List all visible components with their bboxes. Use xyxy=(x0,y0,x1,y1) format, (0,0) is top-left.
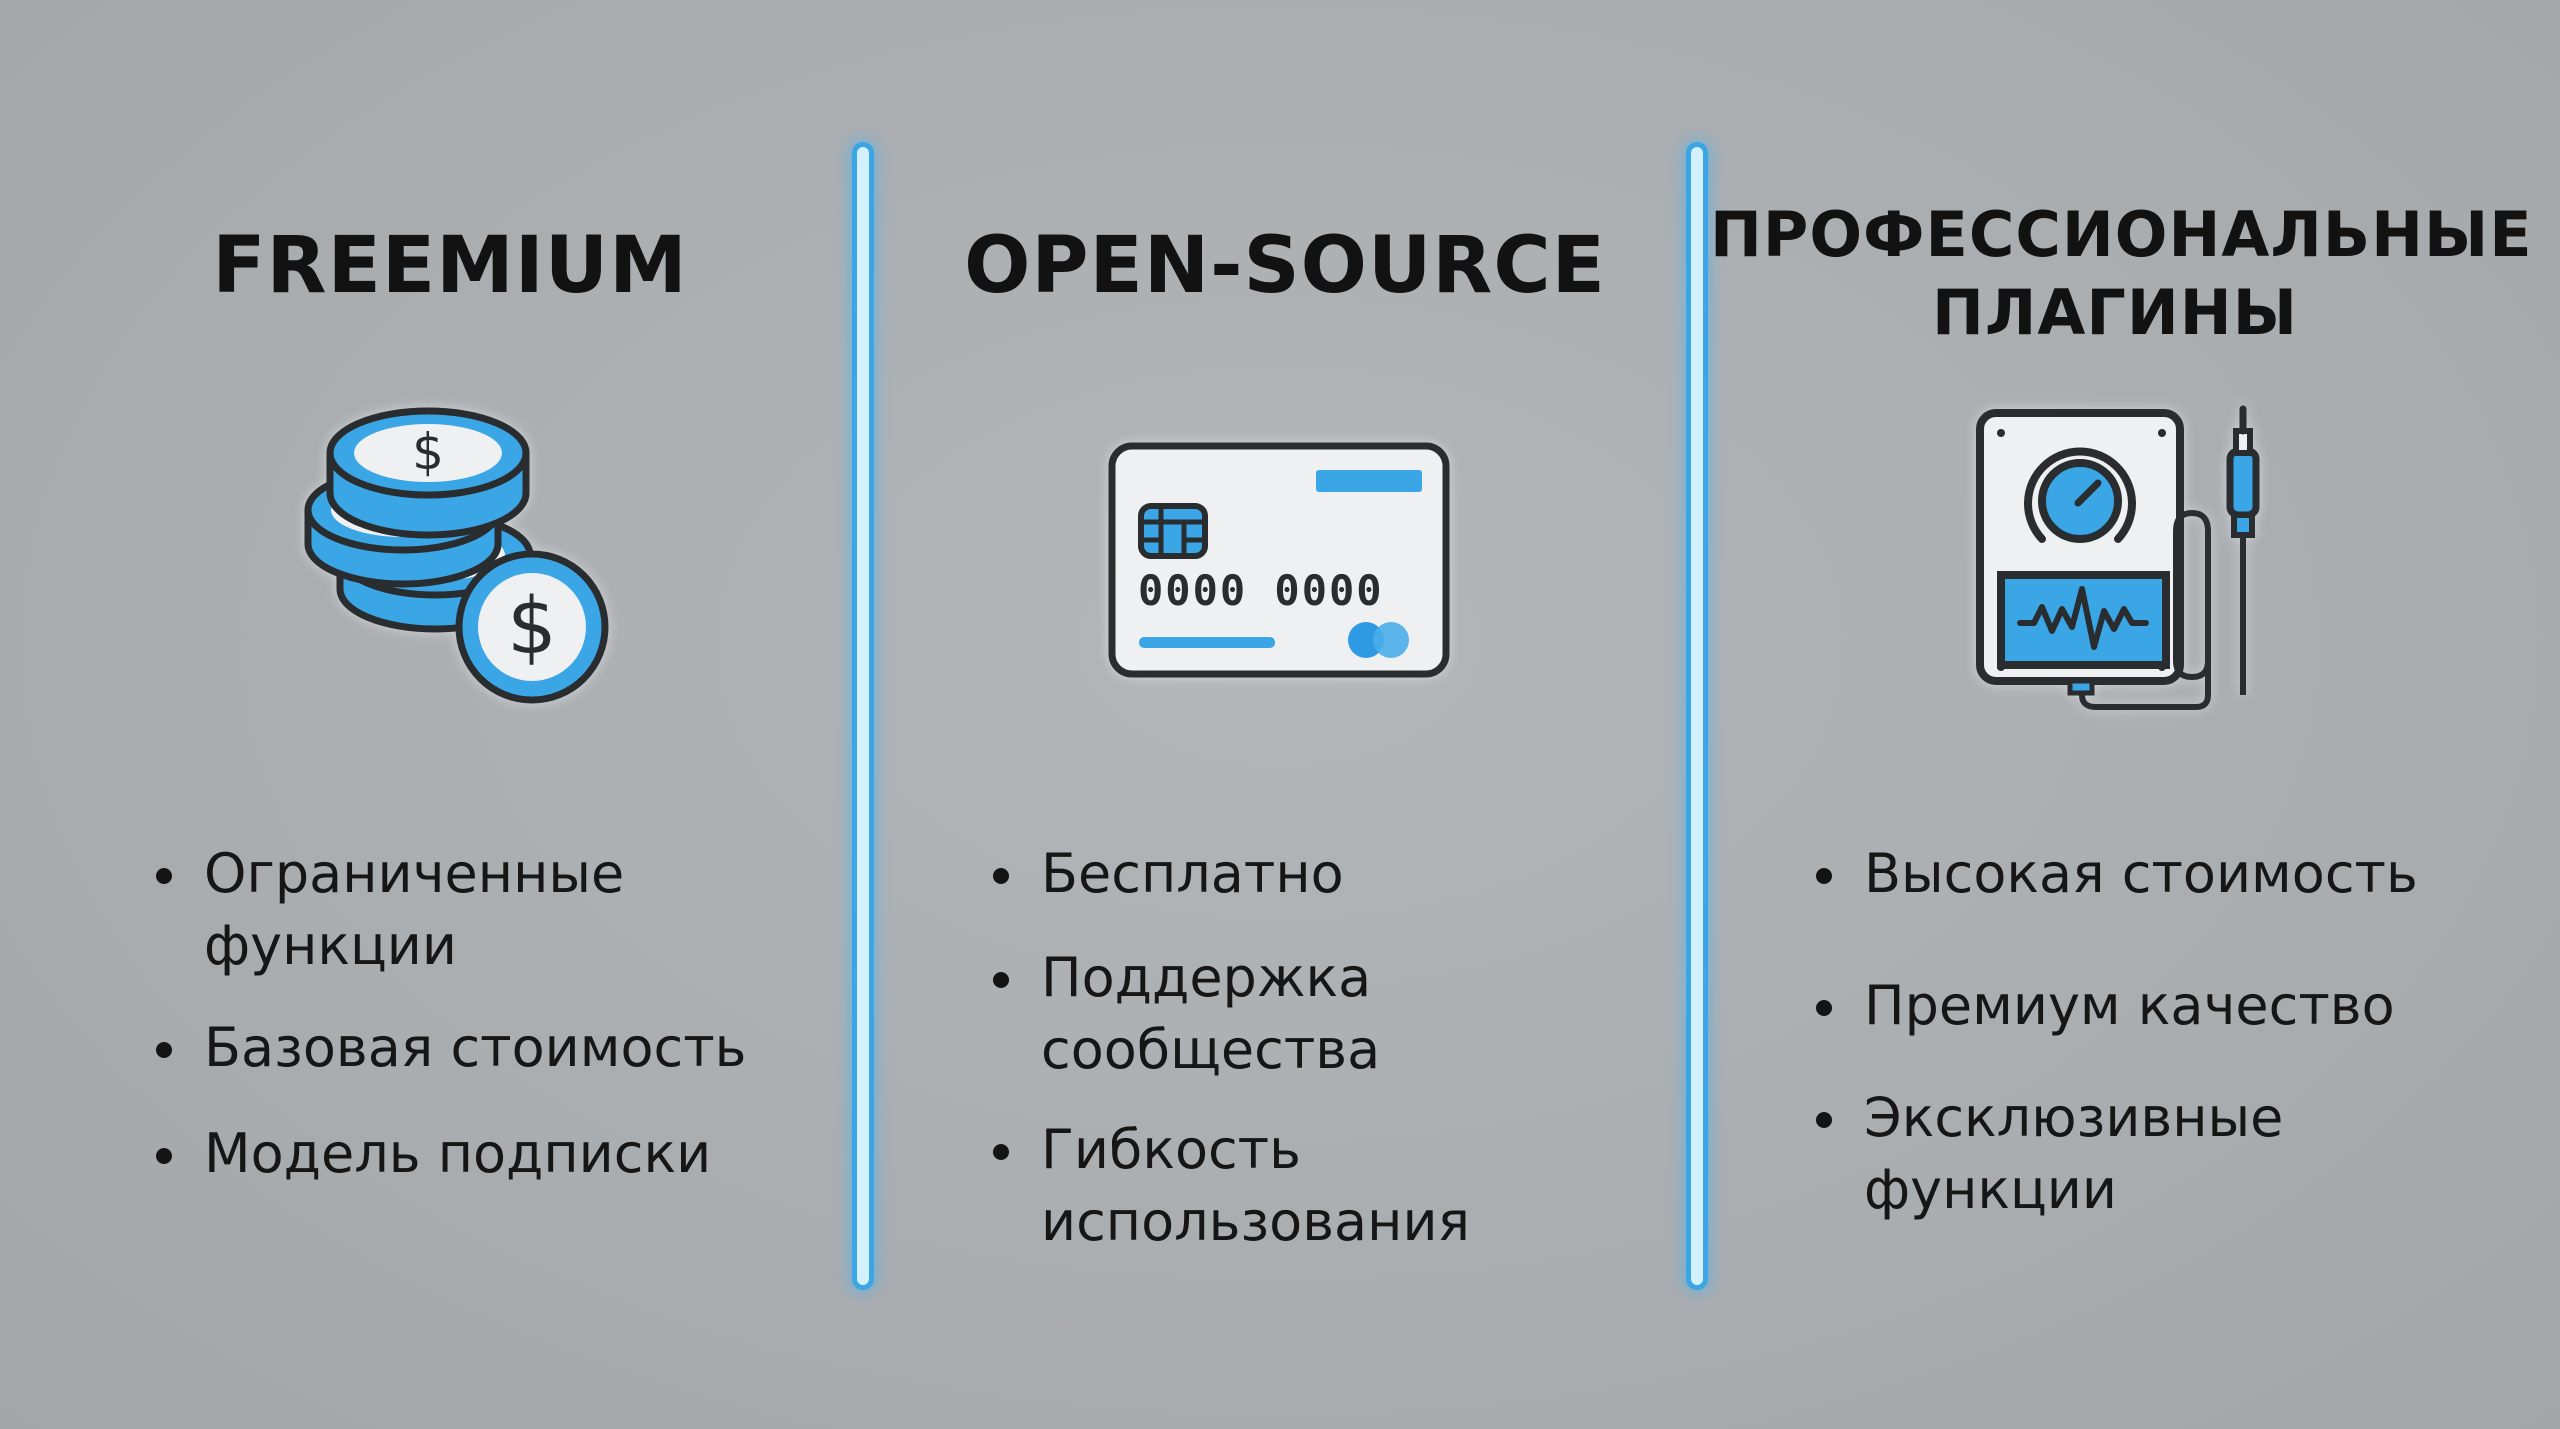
list-item: Поддержка сообщества xyxy=(987,942,1441,1086)
open-source-bullet-list: Бесплатно Поддержка сообщества Гибкость … xyxy=(987,838,1647,1258)
column-title-freemium: FREEMIUM xyxy=(212,221,688,311)
title-line-2: ПЛАГИНЫ xyxy=(1932,276,2298,349)
list-item: Эксклюзивные функции xyxy=(1810,1082,2284,1226)
svg-text:0000 0000: 0000 0000 xyxy=(1138,566,1384,615)
list-item: Модель подписки xyxy=(150,1118,830,1190)
freemium-bullet-list: Ограниченные функции Базовая стоимость М… xyxy=(150,838,830,1190)
column-open-source: OPEN-SOURCE 0000 0000 Бесплатно Поддержк… xyxy=(880,0,1680,1429)
svg-text:$: $ xyxy=(507,582,557,672)
credit-card-icon: 0000 0000 xyxy=(1106,440,1452,680)
list-item: Ограниченные функции xyxy=(150,838,624,982)
pro-plugins-bullet-list: Высокая стоимость Премиум качество Экскл… xyxy=(1810,838,2530,1226)
column-freemium: FREEMIUM $ $ О xyxy=(0,0,860,1429)
column-divider xyxy=(852,142,874,1290)
column-title-pro-plugins: ПРОФЕССИОНАЛЬНЫЕ ПЛАГИНЫ xyxy=(1710,196,2533,352)
column-title-open-source: OPEN-SOURCE xyxy=(964,221,1606,311)
column-pro-plugins: ПРОФЕССИОНАЛЬНЫЕ ПЛАГИНЫ xyxy=(1710,0,2560,1429)
coins-stack-dollar-icon: $ $ xyxy=(300,405,610,710)
list-item: Базовая стоимость xyxy=(150,1012,830,1084)
list-item: Высокая стоимость xyxy=(1810,838,2530,910)
audio-plugin-device-icon xyxy=(1960,405,2265,715)
column-divider xyxy=(1686,142,1708,1290)
list-item: Премиум качество xyxy=(1810,970,2530,1042)
list-item: Гибкость использования xyxy=(987,1114,1541,1258)
svg-text:$: $ xyxy=(412,423,444,481)
title-line-1: ПРОФЕССИОНАЛЬНЫЕ xyxy=(1710,198,2533,271)
list-item: Бесплатно xyxy=(987,838,1647,910)
